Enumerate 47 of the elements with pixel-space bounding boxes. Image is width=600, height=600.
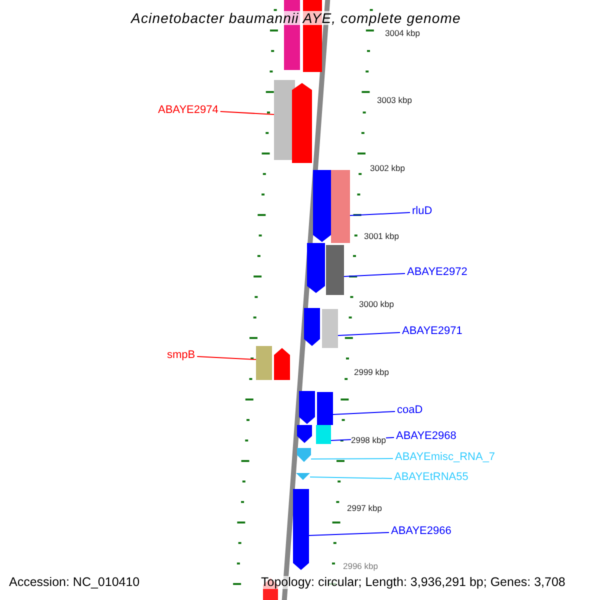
gene-label: ABAYEmisc_RNA_7 [395,452,496,463]
gene-label: ABAYE2971 [402,326,462,337]
leader-line [308,532,390,536]
gene-label: ABAYE2974 [158,105,218,116]
gene-label: ABAYE2966 [391,526,452,537]
gene-label: ABAYE2968 [396,431,456,442]
leader-line [344,273,406,277]
gene-feature [331,170,350,243]
gene-feature [322,309,338,348]
gene-label: rluD [412,206,432,217]
leader-line [332,411,396,415]
gene-feature [296,473,310,480]
leader-line [310,458,394,460]
leader-line [338,332,400,336]
scale-label: 3002 kbp [370,164,405,172]
gene-feature [317,392,333,425]
scale-label: 3004 kbp [385,29,420,38]
gene-label: ABAYEtRNA55 [394,472,468,483]
gene-feature [326,245,344,295]
leader-line [350,212,410,216]
map-info-text: Topology: circular; Length: 3,936,291 bp; Genes: 3,708 [261,576,566,588]
gene-feature [313,170,331,242]
gene-feature [292,83,312,163]
gene-feature [316,425,331,444]
scale-label: 2998 kbp [351,436,386,444]
gene-feature [297,448,311,462]
gene-feature [307,243,325,293]
gene-feature [293,489,309,570]
gene-label: coaD [397,405,423,416]
scale-label: 3001 kbp [364,232,399,240]
gene-feature [297,425,312,443]
gene-feature [256,346,272,380]
map-title: Acinetobacter baumannii AYE, complete genome [131,11,461,25]
scale-label: 3000 kbp [359,300,394,308]
leader-line [220,111,274,115]
scale-label: 2999 kbp [354,368,389,376]
gene-feature [274,348,290,380]
gene-feature [304,308,320,346]
gene-label: ABAYE2972 [407,267,468,278]
leader-line [310,476,392,479]
scale-label: 3003 kbp [377,96,412,104]
leader-line [196,356,256,360]
gene-feature [299,391,315,424]
scale-label: 2996 kbp [343,562,378,570]
gene-label: smpB [167,350,196,361]
scale-label: 2997 kbp [347,504,382,512]
map-info-text: Accession: NC_010410 [9,576,140,588]
